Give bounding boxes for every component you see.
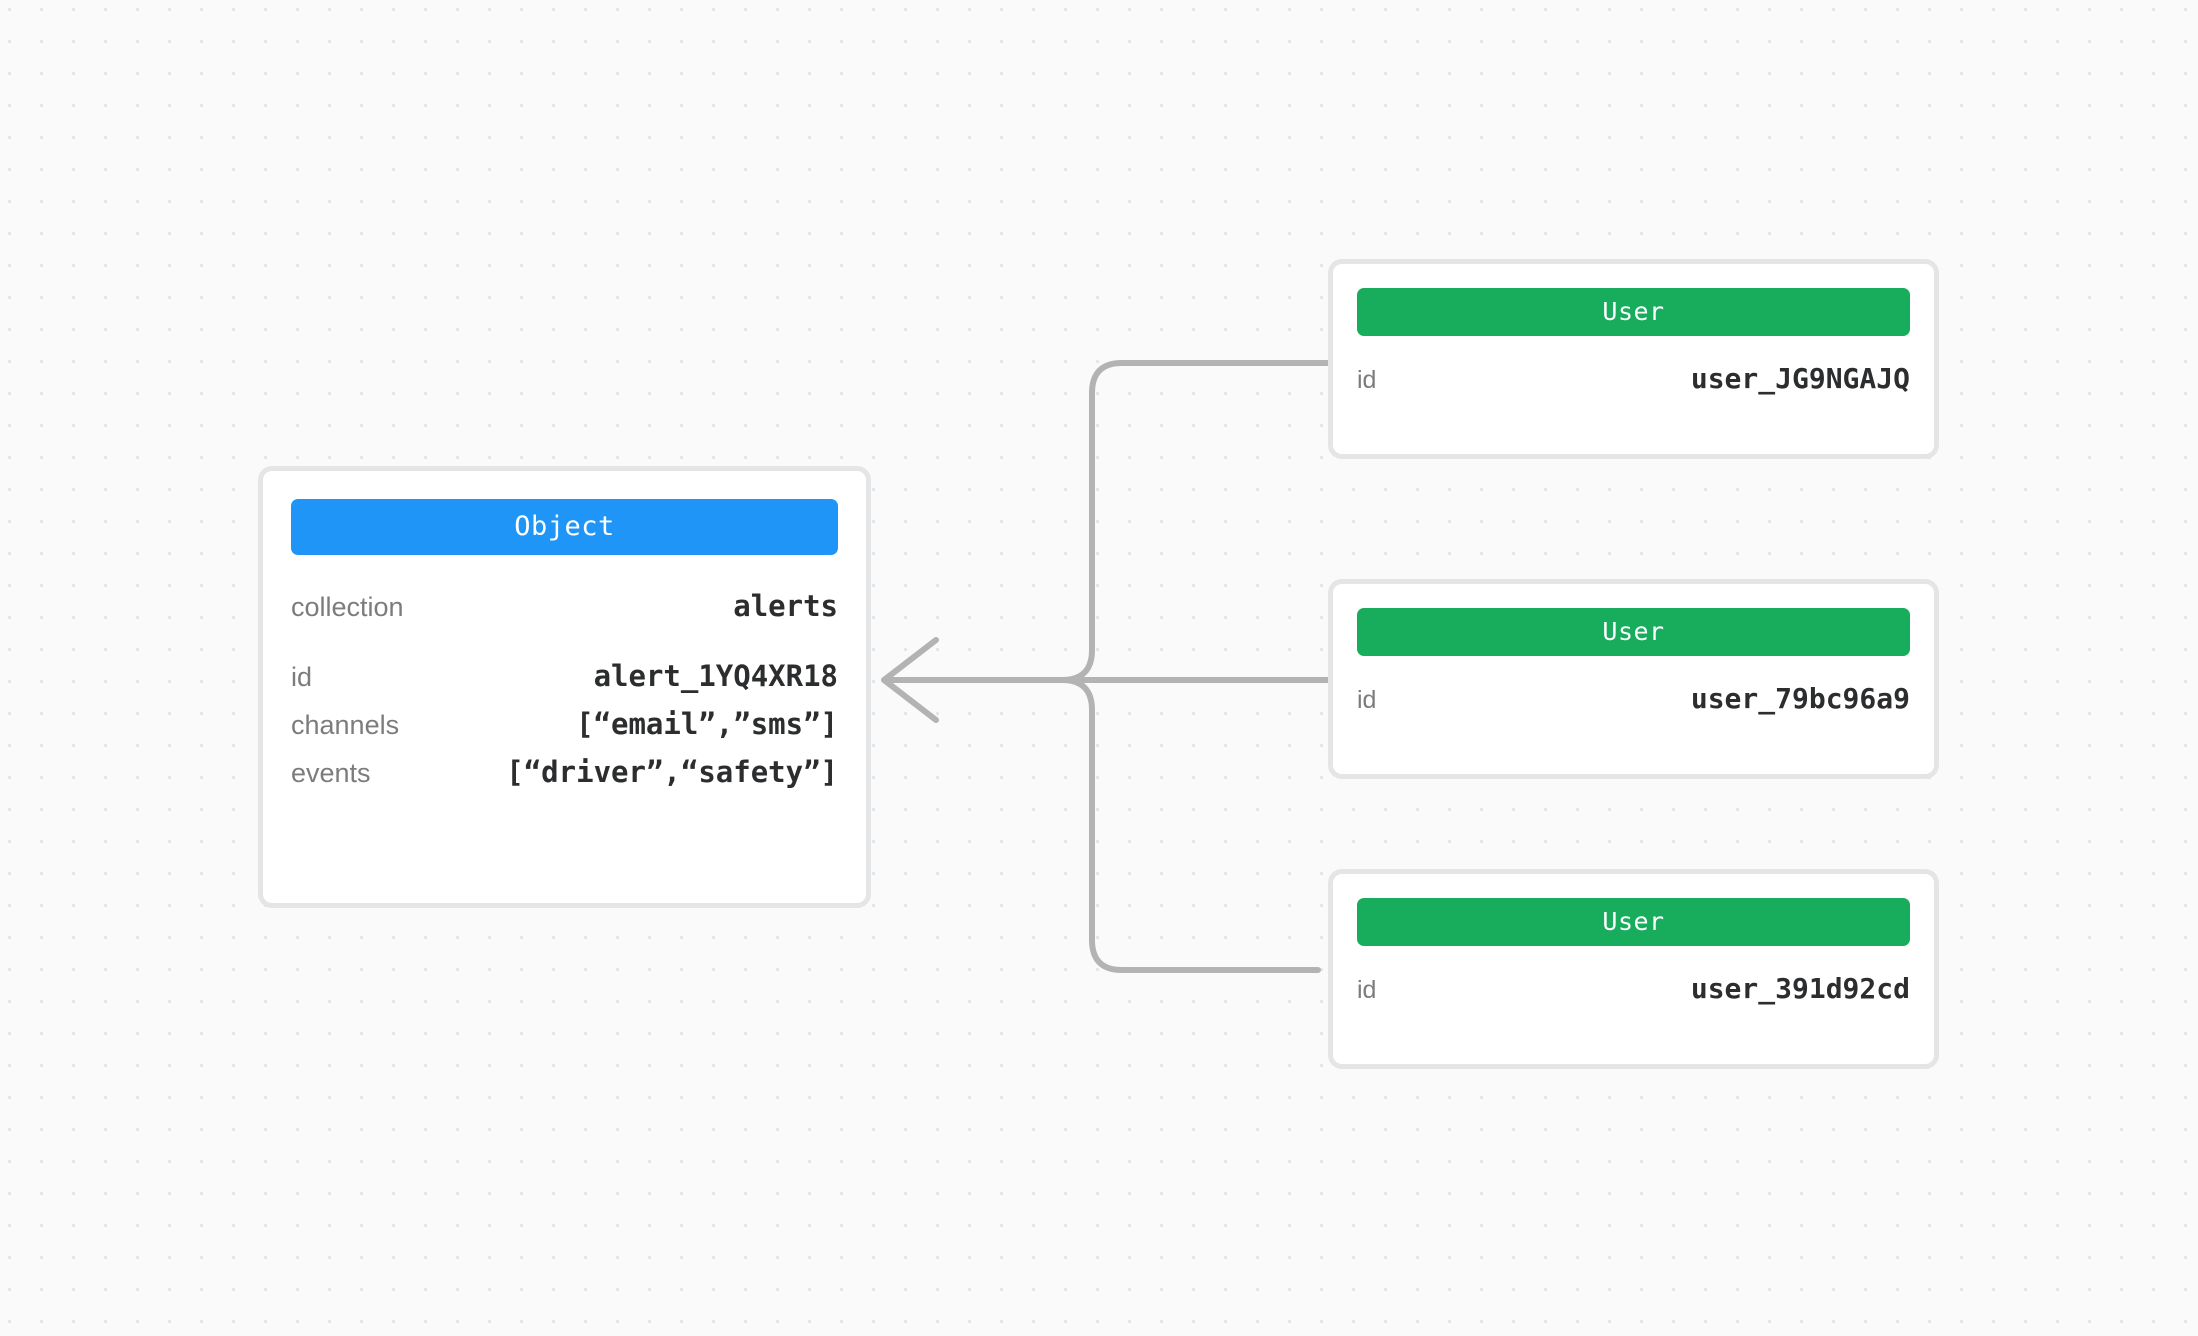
node-user-2[interactable]: User id user_391d92cd: [1328, 869, 1939, 1069]
field-row-id: id user_JG9NGAJQ: [1357, 362, 1910, 406]
field-value: [“driver”,“safety”]: [506, 755, 838, 789]
field-key: id: [1357, 366, 1377, 394]
field-value: alert_1YQ4XR18: [593, 659, 838, 693]
node-user-fields: id user_JG9NGAJQ: [1333, 336, 1934, 406]
field-key: id: [1357, 686, 1377, 714]
node-user-fields: id user_391d92cd: [1333, 946, 1934, 1016]
node-object[interactable]: Object collection alerts id alert_1YQ4XR…: [258, 466, 871, 908]
field-key: channels: [291, 710, 400, 740]
field-row-collection: collection alerts: [291, 589, 838, 637]
field-value: user_79bc96a9: [1690, 682, 1910, 715]
edge-user-2-to-object: [887, 677, 1321, 973]
node-user-title: User: [1357, 898, 1910, 946]
node-object-title: Object: [291, 499, 838, 555]
field-value: user_JG9NGAJQ: [1690, 362, 1910, 395]
edge-arrowhead-icon: [881, 637, 939, 723]
field-row-id: id user_391d92cd: [1357, 972, 1910, 1016]
field-value: [“email”,”sms”]: [576, 707, 838, 741]
node-object-fields: collection alerts id alert_1YQ4XR18 chan…: [263, 555, 866, 803]
node-user-1[interactable]: User id user_79bc96a9: [1328, 579, 1939, 779]
field-row-id: id user_79bc96a9: [1357, 682, 1910, 726]
field-value: user_391d92cd: [1690, 972, 1910, 1005]
node-user-fields: id user_79bc96a9: [1333, 656, 1934, 726]
node-user-title: User: [1357, 288, 1910, 336]
field-row-id: id alert_1YQ4XR18: [291, 659, 838, 707]
field-group-separator: [291, 637, 838, 659]
edge-user-0-to-object: [887, 360, 1331, 683]
field-row-events: events [“driver”,“safety”]: [291, 755, 838, 803]
field-key: events: [291, 758, 371, 788]
field-row-channels: channels [“email”,”sms”]: [291, 707, 838, 755]
node-user-0[interactable]: User id user_JG9NGAJQ: [1328, 259, 1939, 459]
field-key: collection: [291, 592, 404, 622]
field-value: alerts: [733, 589, 838, 623]
node-user-title: User: [1357, 608, 1910, 656]
field-key: id: [291, 662, 313, 692]
field-key: id: [1357, 976, 1377, 1004]
